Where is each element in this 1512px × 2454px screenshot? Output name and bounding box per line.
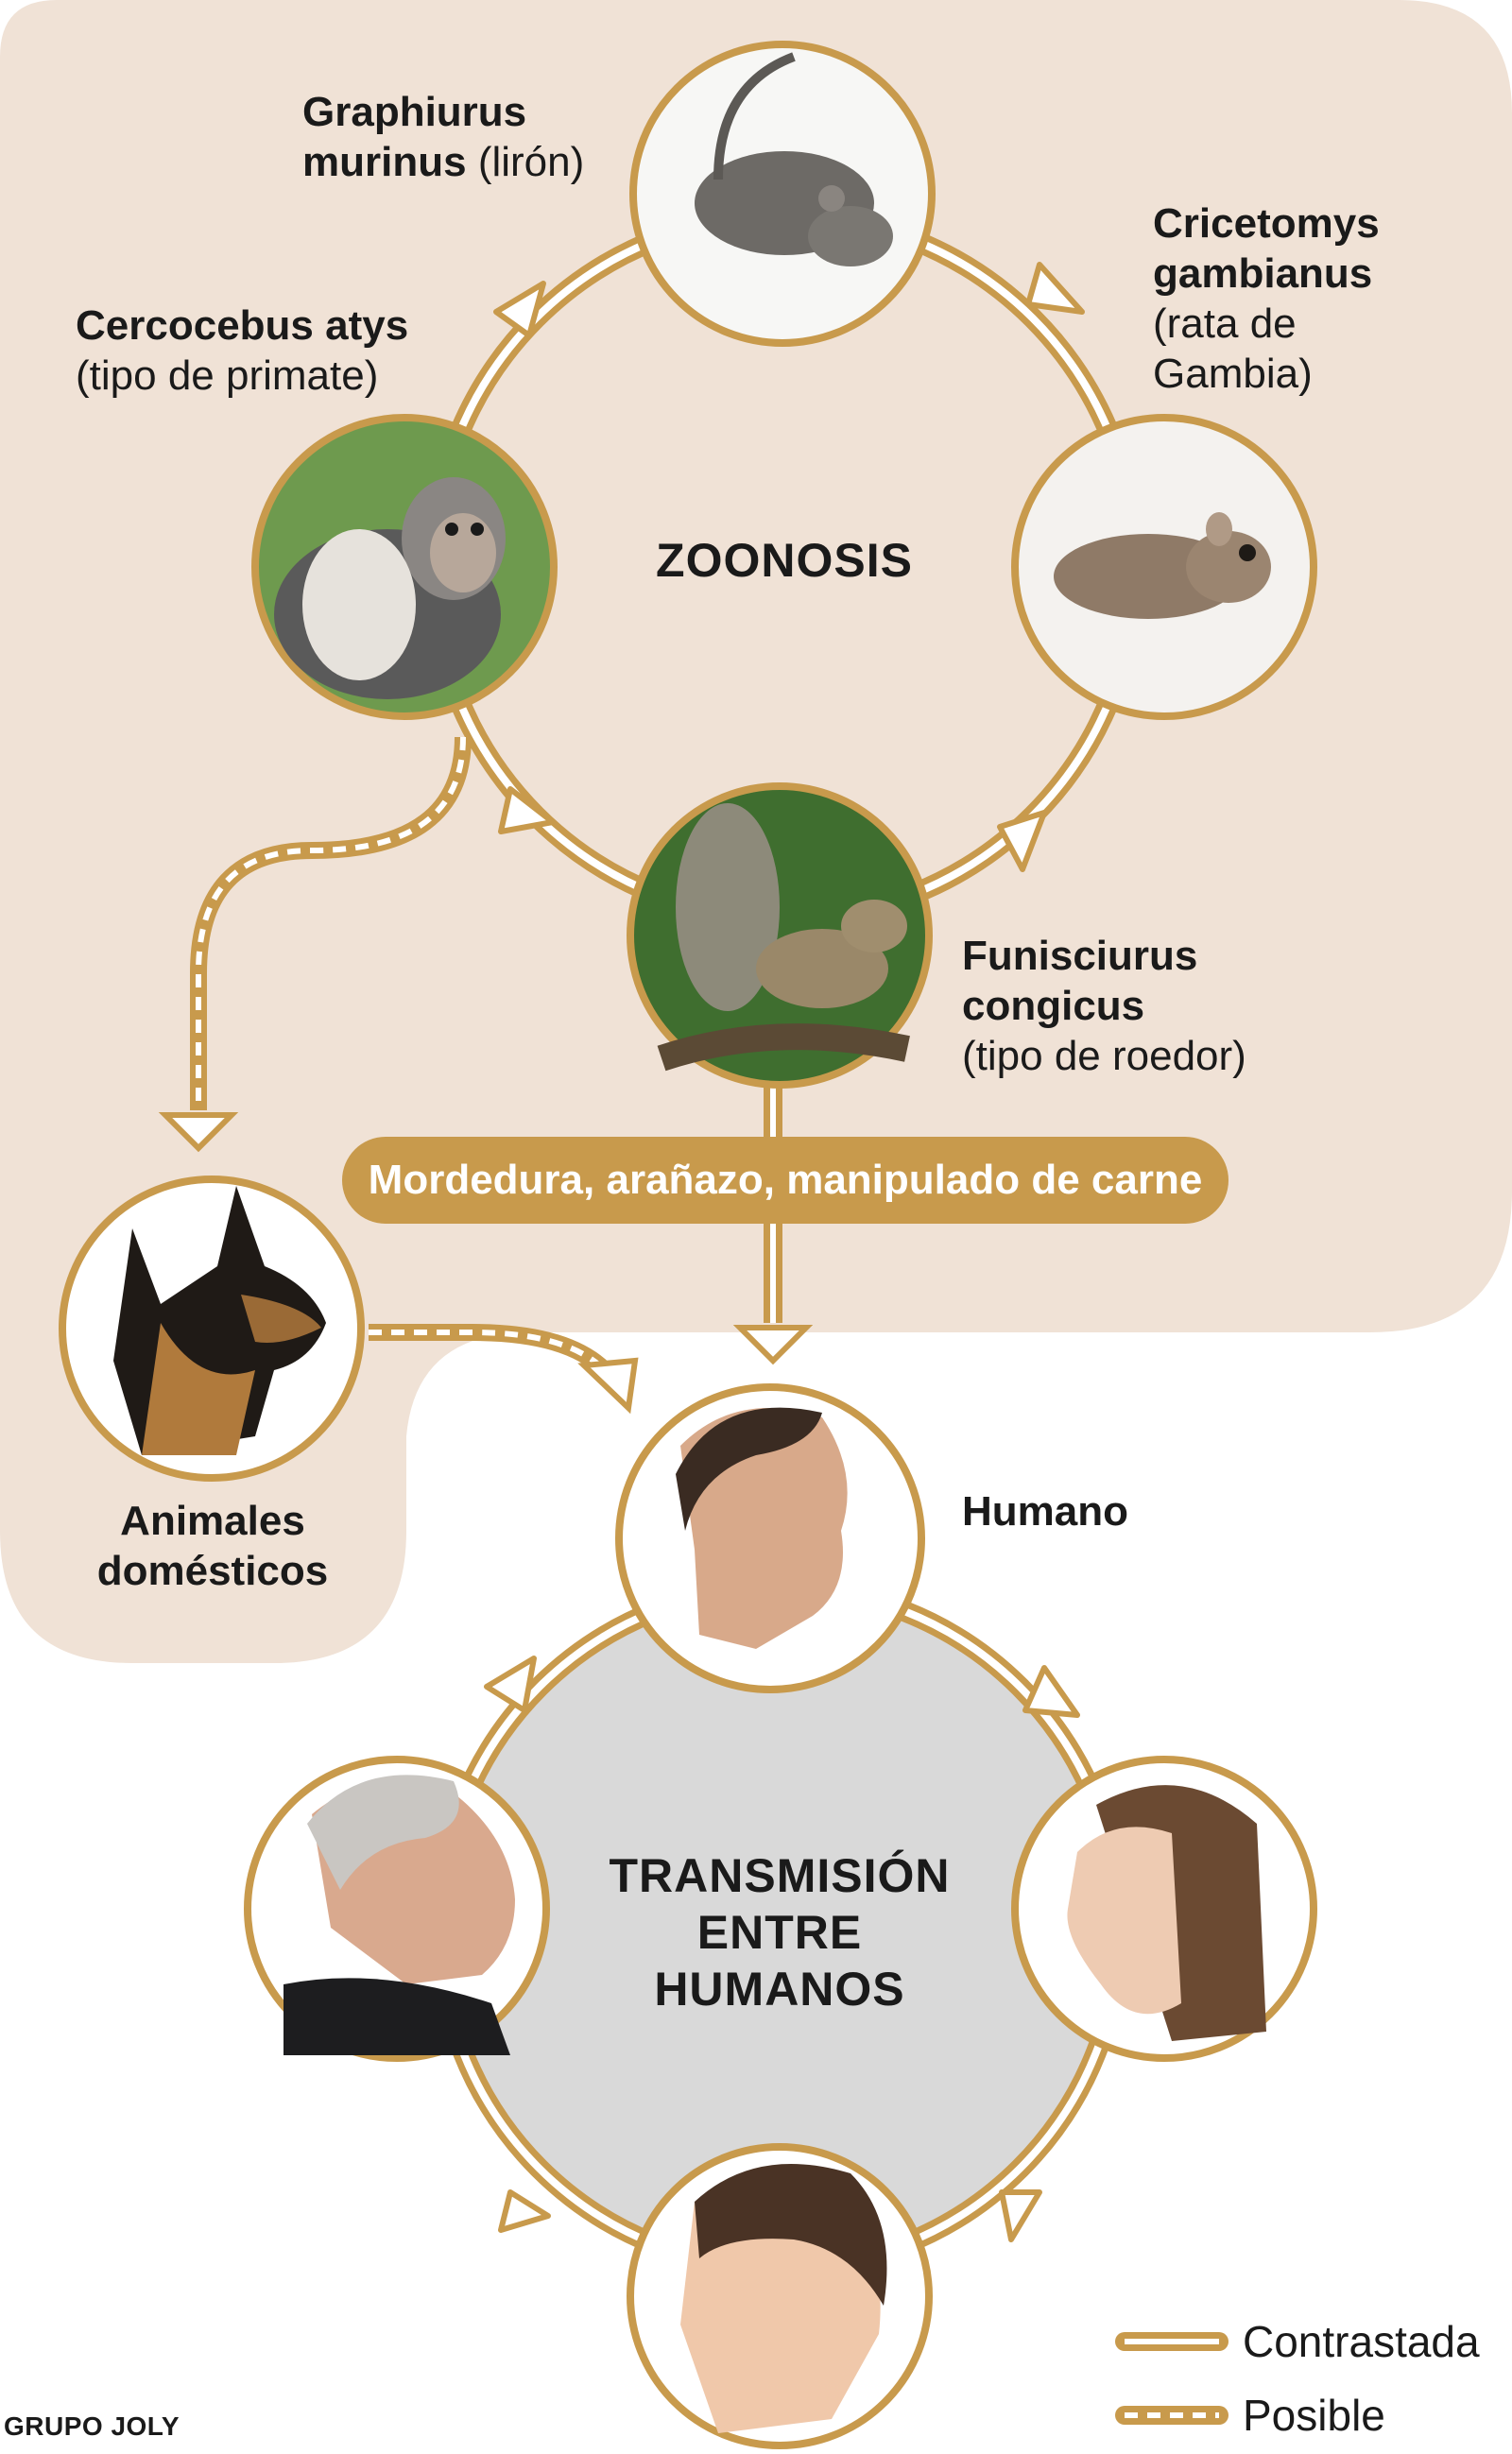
- dormouse-photo: [629, 41, 936, 347]
- legend-solid-label: Contrastada: [1243, 2317, 1480, 2366]
- elderly-man-photo: [244, 1756, 550, 2062]
- label-human-text: Humano: [962, 1488, 1128, 1535]
- human-cycle-title-2: ENTRE: [696, 1906, 863, 1959]
- label-cricetomys-note-2: Gambia): [1153, 351, 1313, 397]
- label-domestic-1: Animales: [120, 1498, 305, 1544]
- label-cercocebus-name: Cercocebus atys: [76, 302, 409, 349]
- label-cricetomys: Cricetomys gambianus (rata de Gambia): [1153, 198, 1380, 399]
- human-cycle-title-3: HUMANOS: [654, 1963, 905, 2016]
- transmission-mode-label: Mordedura, arañazo, manipulado de carne: [342, 1137, 1228, 1224]
- label-human: Humano: [962, 1486, 1128, 1536]
- dog-photo: [59, 1176, 365, 1482]
- label-domestic-2: domésticos: [96, 1548, 329, 1594]
- label-cricetomys-name-1: Cricetomys: [1153, 200, 1380, 247]
- human-cycle-title-1: TRANSMISIÓN: [609, 1849, 951, 1902]
- human-cycle-arrowheads: [484, 1656, 1080, 2242]
- human-cycle-background: [430, 1578, 1129, 2277]
- label-domestic: Animales domésticos: [57, 1496, 369, 1596]
- label-cricetomys-note-1: (rata de: [1153, 300, 1297, 347]
- possible-path-domestic-to-human: [369, 1324, 639, 1415]
- label-graphiurus: Graphiurus murinus (lirón): [302, 87, 584, 187]
- label-cricetomys-name-2: gambianus: [1153, 250, 1373, 297]
- label-funisciurus: Funisciurus congicus (tipo de roedor): [962, 931, 1246, 1081]
- label-graphiurus-note: (lirón): [477, 139, 585, 185]
- man-photo: [615, 1383, 925, 1693]
- label-funisciurus-note: (tipo de roedor): [962, 1033, 1246, 1079]
- zoonosis-title: ZOONOSIS: [656, 534, 913, 587]
- boy-photo: [627, 2143, 933, 2449]
- young-woman-photo: [1011, 1756, 1317, 2062]
- squirrel-photo: [627, 782, 933, 1089]
- label-funisciurus-name-2: congicus: [962, 983, 1145, 1029]
- monkey-photo: [251, 414, 558, 720]
- human-cycle-title: TRANSMISIÓN ENTRE HUMANOS: [567, 1847, 992, 2017]
- possible-path-primate-to-domestic: [158, 736, 472, 1153]
- gambian-rat-photo: [1011, 414, 1317, 720]
- label-graphiurus-name-2: murinus: [302, 139, 467, 185]
- label-graphiurus-name-1: Graphiurus: [302, 89, 527, 135]
- credit-label: GRUPO JOLY: [4, 2411, 180, 2441]
- zoonosis-arrowheads: [493, 262, 1085, 872]
- label-cercocebus: Cercocebus atys (tipo de primate): [76, 300, 408, 401]
- label-cercocebus-note: (tipo de primate): [76, 352, 379, 399]
- label-funisciurus-name-1: Funisciurus: [962, 933, 1198, 979]
- legend-dashed-label: Posible: [1243, 2391, 1385, 2440]
